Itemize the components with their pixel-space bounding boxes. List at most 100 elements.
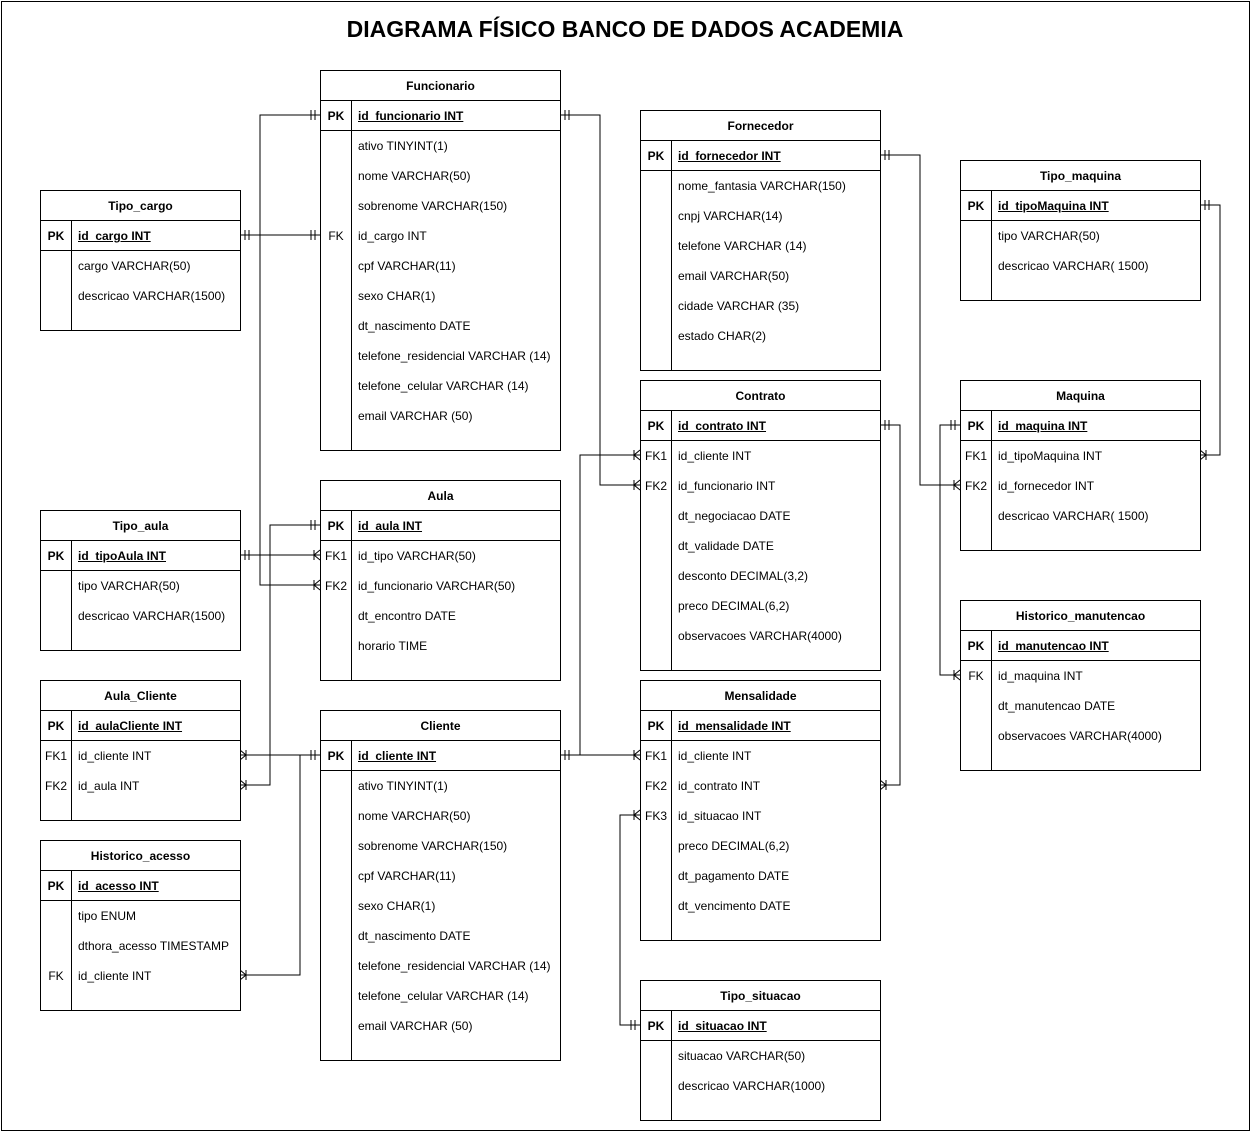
- entity-title: Aula_Cliente: [41, 681, 240, 711]
- column-row: nome VARCHAR(50): [321, 161, 560, 191]
- entity-title: Tipo_aula: [41, 511, 240, 541]
- column-name: email VARCHAR(50): [678, 269, 790, 283]
- entity-title: Aula: [321, 481, 560, 511]
- key-column-divider: [351, 741, 352, 1060]
- key-label: FK1: [44, 749, 67, 763]
- key-label: FK: [968, 669, 984, 683]
- key-label: FK1: [644, 449, 667, 463]
- column-name: preco DECIMAL(6,2): [678, 839, 790, 853]
- key-label: PK: [967, 419, 985, 433]
- column-row: cpf VARCHAR(11): [321, 251, 560, 281]
- column-name: id_mensalidade INT: [678, 719, 791, 733]
- key-label: PK: [967, 639, 985, 653]
- column-row: telefone_residencial VARCHAR (14): [321, 951, 560, 981]
- key-column-divider: [351, 101, 352, 450]
- column-name: cargo VARCHAR(50): [78, 259, 191, 273]
- column-name: descricao VARCHAR(1500): [78, 289, 226, 303]
- column-name: sexo CHAR(1): [358, 899, 436, 913]
- column-name: id_situacao INT: [678, 1019, 767, 1033]
- column-row: nome_fantasia VARCHAR(150): [641, 171, 880, 201]
- key-label: FK2: [644, 779, 667, 793]
- column-row: email VARCHAR (50): [321, 401, 560, 431]
- diagram-title: DIAGRAMA FÍSICO BANCO DE DADOS ACADEMIA: [346, 16, 904, 42]
- column-name: dt_encontro DATE: [358, 609, 456, 623]
- primary-key-row: PK id_tipoAula INT: [41, 541, 240, 571]
- column-name: descricao VARCHAR(1000): [678, 1079, 826, 1093]
- column-name: telefone VARCHAR (14): [678, 239, 807, 253]
- column-name: nome VARCHAR(50): [358, 809, 471, 823]
- column-name: id_fornecedor INT: [678, 149, 781, 163]
- column-name: ativo TINYINT(1): [358, 139, 448, 153]
- column-row: dt_negociacao DATE: [641, 501, 880, 531]
- key-column-divider: [71, 221, 72, 330]
- column-row: dt_nascimento DATE: [321, 311, 560, 341]
- column-name: observacoes VARCHAR(4000): [678, 629, 842, 643]
- column-row: email VARCHAR(50): [641, 261, 880, 291]
- column-name: descricao VARCHAR(1500): [78, 609, 226, 623]
- key-label: PK: [327, 109, 345, 123]
- column-row: telefone VARCHAR (14): [641, 231, 880, 261]
- column-name: id_cliente INT: [678, 449, 752, 463]
- column-name: id_funcionario INT: [358, 109, 464, 123]
- column-row: email VARCHAR (50): [321, 1011, 560, 1041]
- column-name: id_aula INT: [78, 779, 140, 793]
- key-column-divider: [991, 411, 992, 550]
- column-name: dt_vencimento DATE: [678, 899, 791, 913]
- column-name: id_tipo VARCHAR(50): [358, 549, 476, 563]
- relationship-line: [240, 755, 301, 976]
- column-row: ativo TINYINT(1): [321, 771, 560, 801]
- column-name: email VARCHAR (50): [358, 1019, 473, 1033]
- column-row: descricao VARCHAR( 1500): [961, 251, 1200, 281]
- column-row: estado CHAR(2): [641, 321, 880, 351]
- column-row: tipo VARCHAR(50): [41, 571, 240, 601]
- column-row: telefone_residencial VARCHAR (14): [321, 341, 560, 371]
- relationship-line: [1200, 204, 1221, 456]
- key-column-divider: [671, 411, 672, 670]
- column-name: id_tipoAula INT: [78, 549, 166, 563]
- column-name: observacoes VARCHAR(4000): [998, 729, 1162, 743]
- key-column-divider: [71, 711, 72, 820]
- relationship-line: [880, 424, 901, 786]
- column-name: cidade VARCHAR (35): [678, 299, 800, 313]
- entity-title: Tipo_situacao: [641, 981, 880, 1011]
- column-name: cpf VARCHAR(11): [358, 259, 456, 273]
- column-name: id_contrato INT: [678, 419, 767, 433]
- column-name: cpf VARCHAR(11): [358, 869, 456, 883]
- key-column-divider: [671, 711, 672, 940]
- key-label: PK: [967, 199, 985, 213]
- column-name: email VARCHAR (50): [358, 409, 473, 423]
- key-label: FK2: [964, 479, 987, 493]
- column-row: desconto DECIMAL(3,2): [641, 561, 880, 591]
- key-label: FK1: [644, 749, 667, 763]
- column-name: id_cliente INT: [78, 969, 152, 983]
- column-name: id_fornecedor INT: [998, 479, 1095, 493]
- column-name: dt_nascimento DATE: [358, 929, 471, 943]
- key-label: FK: [48, 969, 64, 983]
- key-column-divider: [71, 541, 72, 650]
- column-name: id_cliente INT: [358, 749, 437, 763]
- column-row: sobrenome VARCHAR(150): [321, 191, 560, 221]
- key-label: PK: [47, 549, 65, 563]
- column-name: dt_manutencao DATE: [998, 699, 1116, 713]
- column-row: sexo CHAR(1): [321, 281, 560, 311]
- column-row: telefone_celular VARCHAR (14): [321, 371, 560, 401]
- column-row: preco DECIMAL(6,2): [641, 831, 880, 861]
- column-name: dt_pagamento DATE: [678, 869, 790, 883]
